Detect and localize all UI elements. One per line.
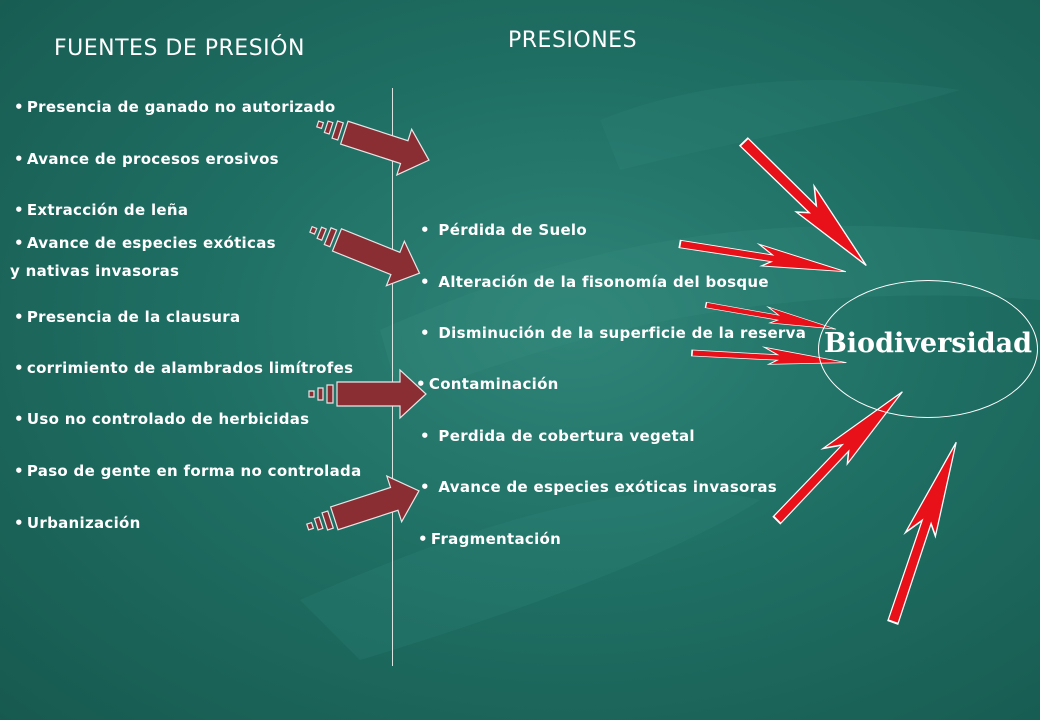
source-item: •Extracción de leña — [14, 201, 188, 219]
bullet-icon: • — [420, 221, 430, 239]
pressure-item: • Perdida de cobertura vegetal — [420, 427, 695, 445]
source-continuation: y nativas invasoras — [10, 262, 180, 280]
bullet-icon: • — [416, 375, 426, 393]
lightning-bolt-icon — [677, 229, 849, 282]
striped-arrow-icon — [309, 100, 437, 184]
bullet-icon: • — [14, 359, 24, 377]
source-label: Presencia de la clausura — [26, 308, 241, 326]
lightning-bolt-icon — [874, 435, 969, 627]
bullet-icon: • — [418, 530, 428, 548]
bullet-icon: • — [420, 478, 430, 496]
pressure-label: Alteración de la fisonomía del bosque — [438, 273, 769, 291]
source-item: •Presencia de ganado no autorizado — [14, 98, 336, 116]
striped-arrow-icon — [308, 369, 427, 419]
source-item: •Urbanización — [14, 514, 141, 532]
bullet-icon: • — [14, 201, 24, 219]
bullet-icon: • — [420, 324, 430, 342]
bullet-icon: • — [14, 410, 24, 428]
bullet-icon: • — [420, 273, 430, 291]
striped-arrow-icon — [301, 206, 430, 297]
source-label: corrimiento de alambrados limítrofes — [26, 359, 354, 377]
pressure-item: •Fragmentación — [418, 530, 561, 548]
bullet-icon: • — [14, 98, 24, 116]
bullet-icon: • — [14, 308, 24, 326]
biodiversity-label: Biodiversidad — [823, 328, 1033, 359]
source-label: Avance de procesos erosivos — [26, 150, 279, 168]
pressure-item: •Contaminación — [416, 375, 559, 393]
sources-heading: FUENTES DE PRESIÓN — [54, 36, 305, 61]
bullet-icon: • — [14, 462, 24, 480]
bullet-icon: • — [420, 427, 430, 445]
striped-arrow-icon — [299, 467, 427, 551]
bullet-icon: • — [14, 514, 24, 532]
pressure-item: • Pérdida de Suelo — [420, 221, 587, 239]
bullet-icon: • — [14, 150, 24, 168]
bullet-icon: • — [14, 234, 24, 252]
source-label: Avance de especies exóticas — [26, 234, 276, 252]
pressure-label: Fragmentación — [430, 530, 562, 548]
source-item: •Uso no controlado de herbicidas — [14, 410, 309, 428]
source-label: Uso no controlado de herbicidas — [26, 410, 310, 428]
source-item: •Paso de gente en forma no controlada — [14, 462, 362, 480]
source-item: •corrimiento de alambrados limítrofes — [14, 359, 353, 377]
pressures-heading: PRESIONES — [508, 28, 638, 53]
pressure-item: • Alteración de la fisonomía del bosque — [420, 273, 769, 291]
pressure-label: Contaminación — [428, 375, 559, 393]
source-label: Extracción de leña — [26, 201, 189, 219]
source-label: Paso de gente en forma no controlada — [26, 462, 362, 480]
pressure-item: • Avance de especies exóticas invasoras — [420, 478, 777, 496]
pressure-label: Avance de especies exóticas invasoras — [438, 478, 777, 496]
pressure-label: Disminución de la superficie de la reser… — [438, 324, 807, 342]
source-item: •Avance de especies exóticas — [14, 234, 276, 252]
pressure-label: Pérdida de Suelo — [438, 221, 587, 239]
source-item: •Avance de procesos erosivos — [14, 150, 279, 168]
biodiversity-ellipse — [818, 280, 1038, 418]
pressure-label: Perdida de cobertura vegetal — [438, 427, 695, 445]
pressure-item: • Disminución de la superficie de la res… — [420, 324, 806, 342]
source-label: Urbanización — [26, 514, 141, 532]
source-item: •Presencia de la clausura — [14, 308, 240, 326]
divider-line — [392, 88, 393, 666]
source-label: Presencia de ganado no autorizado — [26, 98, 336, 116]
